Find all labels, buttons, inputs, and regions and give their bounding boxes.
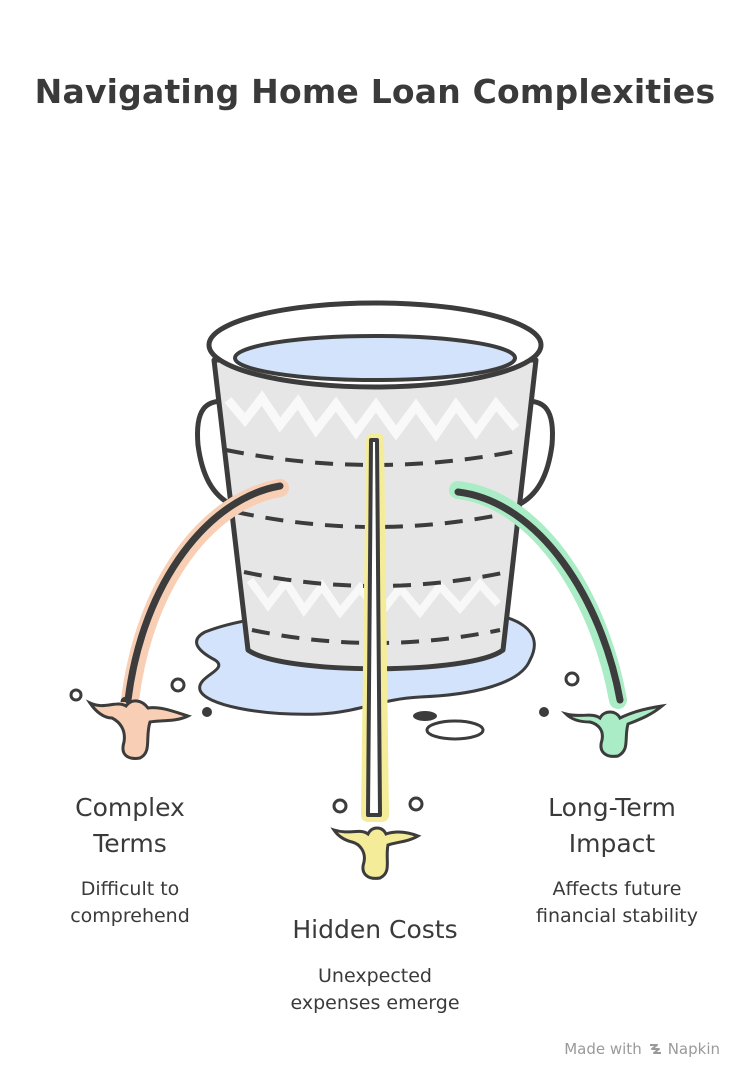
bucket-water xyxy=(233,334,517,382)
splash-left xyxy=(85,699,193,760)
page-title: Navigating Home Loan Complexities xyxy=(34,72,716,111)
bucket-handle-right xyxy=(516,398,556,508)
footer-prefix: Made with xyxy=(564,1040,642,1058)
splash-right xyxy=(560,703,668,758)
label-line: Impact xyxy=(568,829,656,858)
bucket-ring xyxy=(235,510,515,529)
desc-line: expenses emerge xyxy=(290,992,460,1014)
bucket-handle-left xyxy=(194,398,234,508)
desc-line: financial stability xyxy=(536,905,698,927)
label-line: Hidden Costs xyxy=(292,915,458,944)
label-line: Long-Term xyxy=(548,793,676,822)
desc-long-term-impact: Affects future financial stability xyxy=(507,876,727,930)
desc-line: Difficult to xyxy=(80,878,180,900)
splash-middle xyxy=(330,826,422,880)
splash-drop xyxy=(202,707,212,717)
label-line: Complex xyxy=(75,793,185,822)
splash-drop xyxy=(170,677,186,693)
puddle-drop xyxy=(413,711,437,721)
bucket-ring xyxy=(225,448,523,467)
leak-stream-left xyxy=(124,482,284,704)
puddle-drop xyxy=(425,719,485,741)
desc-line: Affects future xyxy=(552,878,682,900)
splash-drop xyxy=(564,671,580,687)
splash-drop xyxy=(539,707,549,717)
splash-drop xyxy=(69,688,83,702)
footer-brand-name: Napkin xyxy=(667,1040,720,1058)
leak-stream-middle xyxy=(366,438,382,817)
desc-complex-terms: Difficult to comprehend xyxy=(40,876,220,930)
footer-brand: Napkin xyxy=(648,1040,720,1058)
bucket-texture xyxy=(224,390,520,442)
leak-stream-right xyxy=(454,488,624,704)
leak-stream-left xyxy=(120,696,129,704)
label-hidden-costs: Hidden Costs xyxy=(260,912,490,948)
desc-line: comprehend xyxy=(70,905,190,927)
made-with-napkin[interactable]: Made with Napkin xyxy=(564,1040,720,1058)
desc-hidden-costs: Unexpected expenses emerge xyxy=(255,963,495,1017)
napkin-logo-icon xyxy=(649,1044,661,1054)
label-line: Terms xyxy=(93,829,167,858)
splash-drop xyxy=(408,796,424,812)
label-complex-terms: Complex Terms xyxy=(40,790,220,862)
desc-line: Unexpected xyxy=(318,965,432,987)
label-long-term-impact: Long-Term Impact xyxy=(512,790,712,862)
splash-drop xyxy=(332,798,348,814)
